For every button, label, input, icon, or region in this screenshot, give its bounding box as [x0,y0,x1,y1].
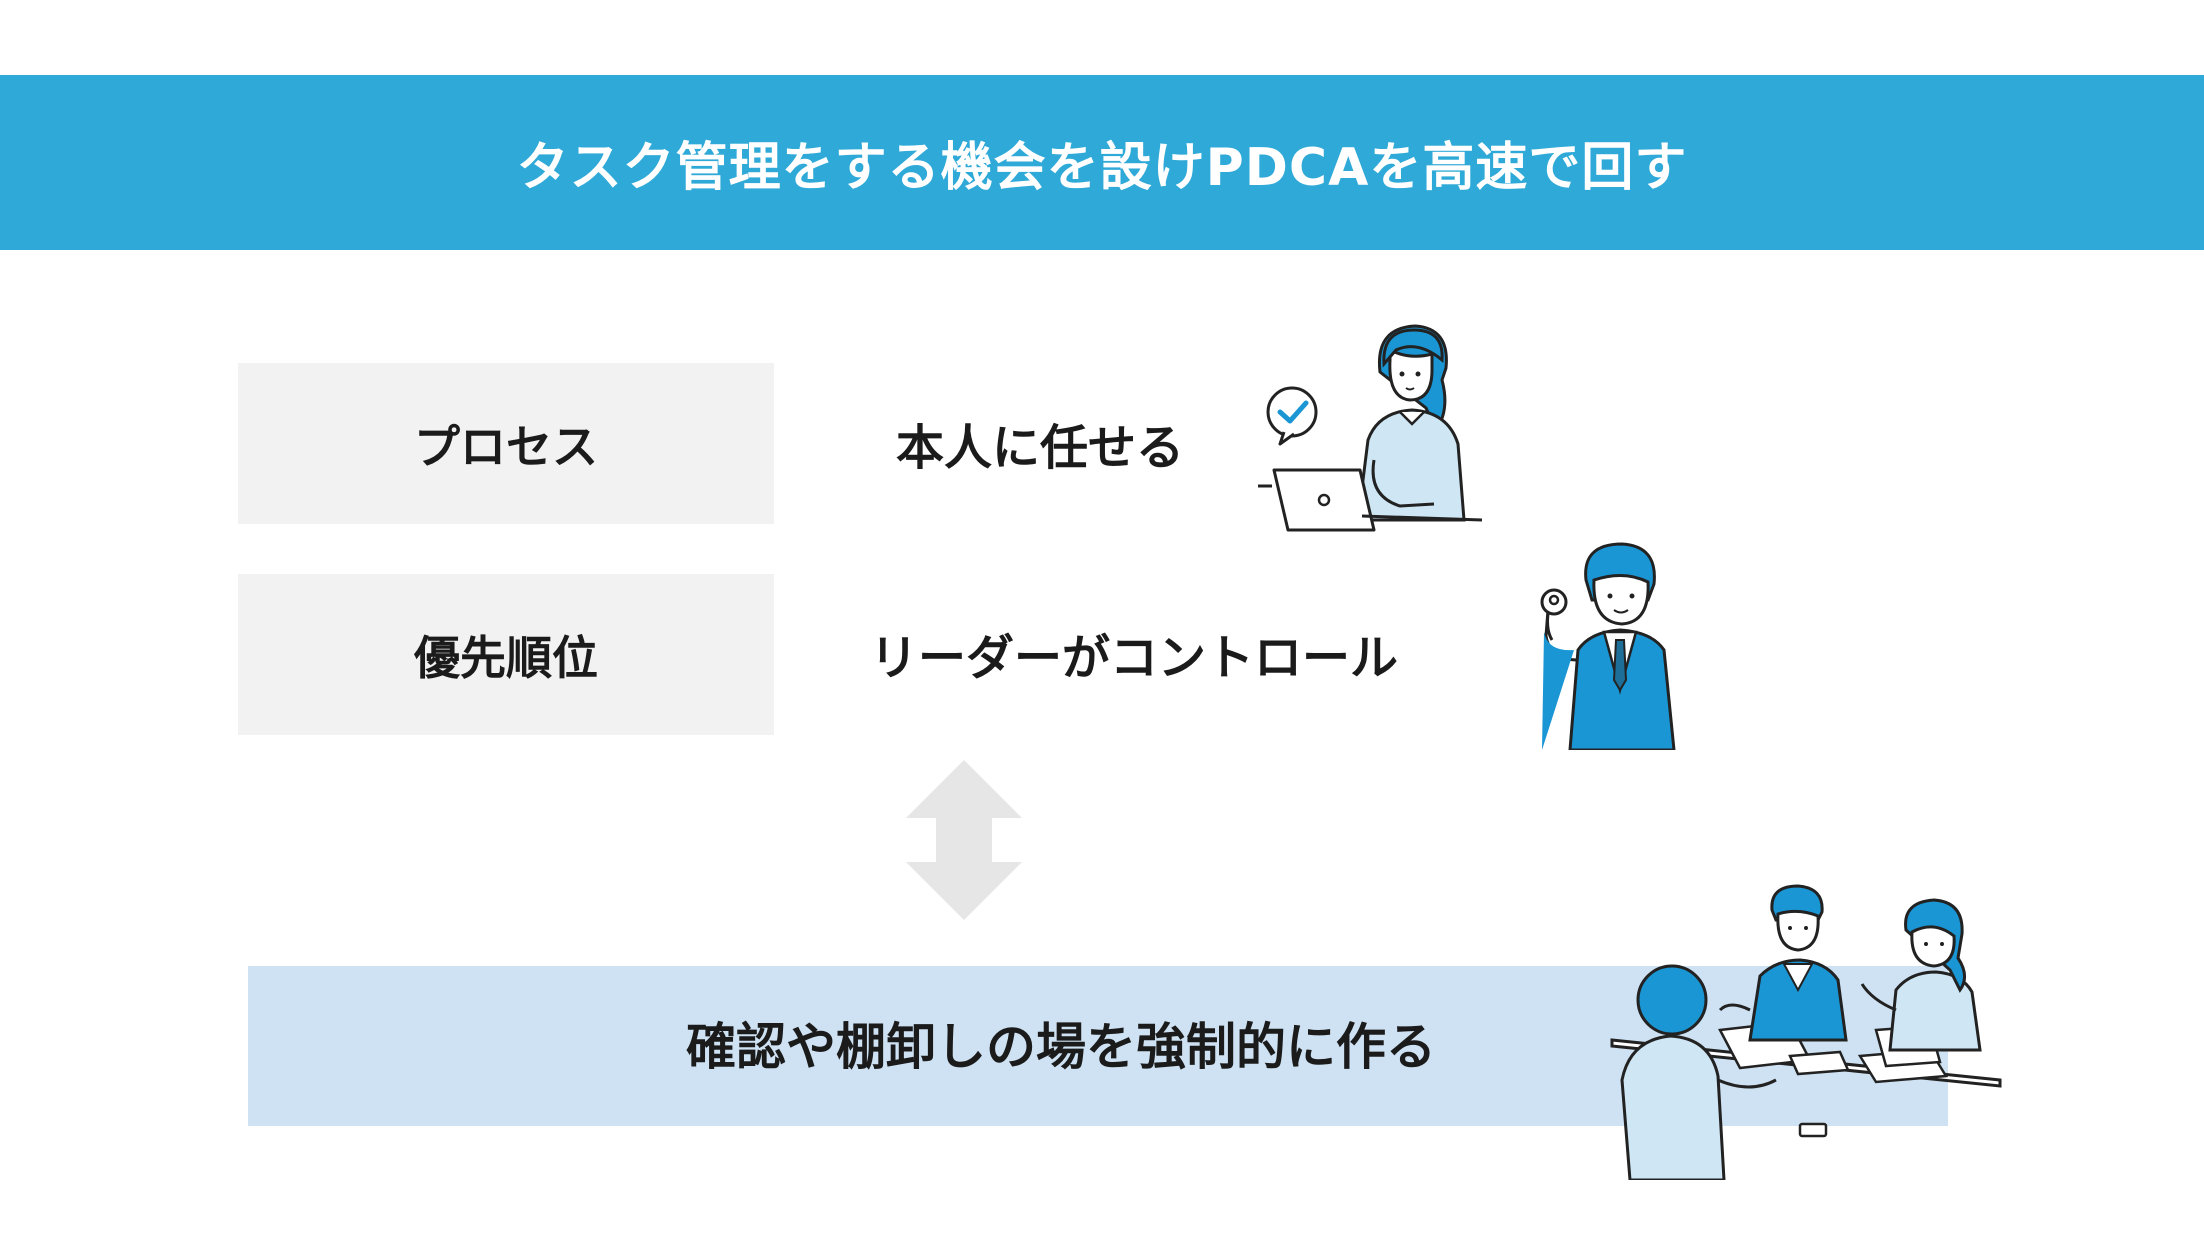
meeting-illustration [1610,884,2002,1180]
double-arrow-icon [906,760,1022,920]
page-title: タスク管理をする機会を設けPDCAを高速で回す [516,138,1688,198]
bottom-text: 確認や棚卸しの場を強制的に作る [686,1018,1436,1076]
value-process: 本人に任せる [896,420,1185,476]
label-priority: 優先順位 [238,574,774,735]
woman-laptop-illustration [1258,324,1483,532]
businessman-ok-illustration [1540,542,1676,750]
value-priority: リーダーがコントロール [870,630,1399,686]
title-banner: タスク管理をする機会を設けPDCAを高速で回す [0,75,2204,250]
label-process: プロセス [238,363,774,524]
